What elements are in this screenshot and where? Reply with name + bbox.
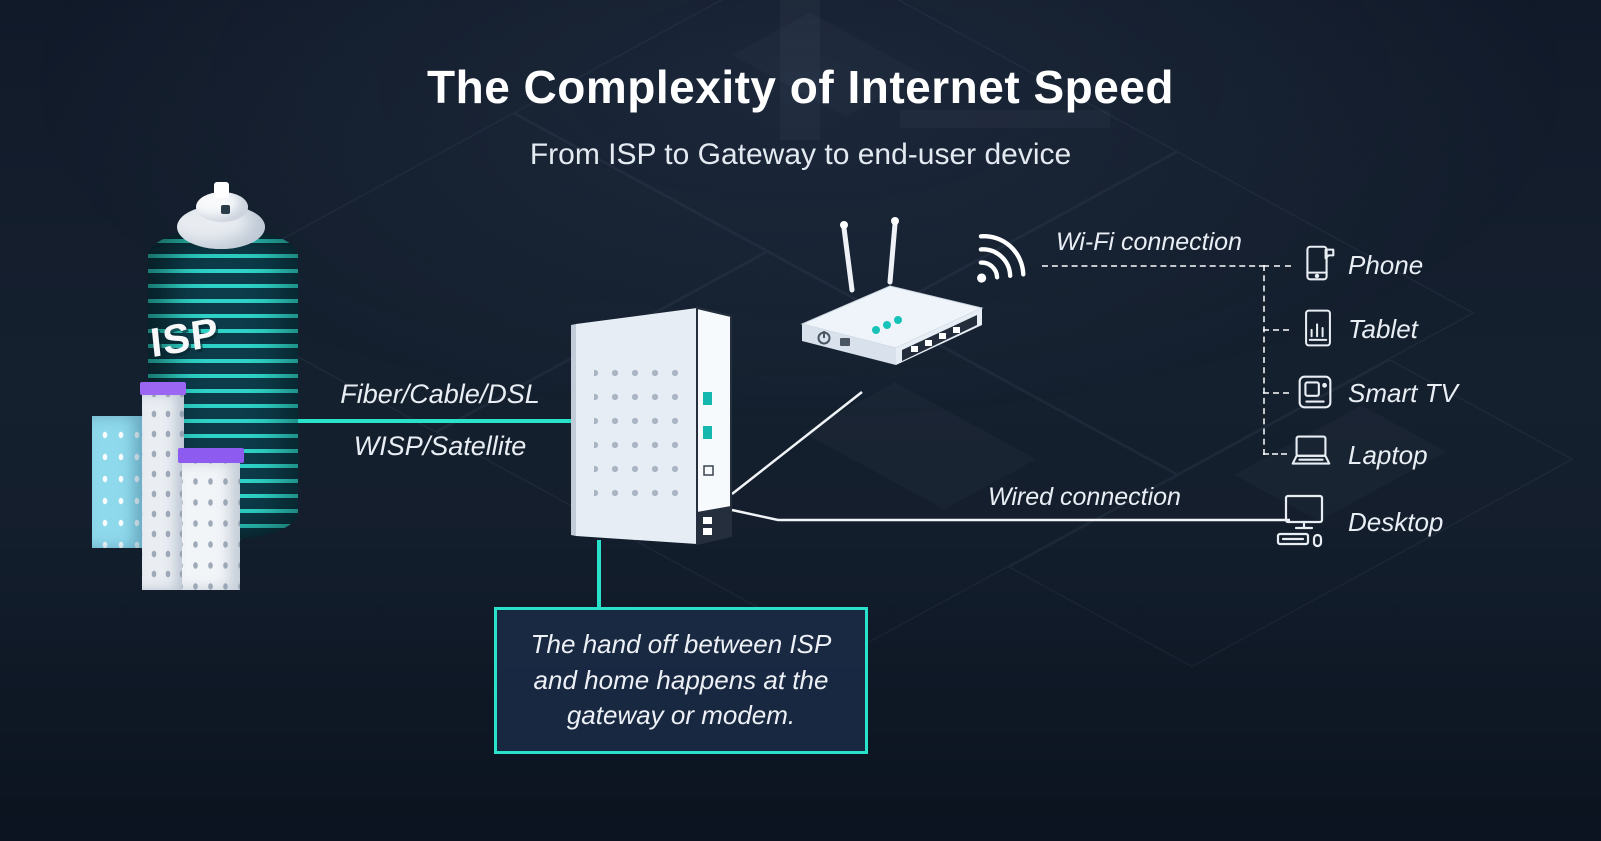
gateway-modem bbox=[570, 296, 746, 554]
page-title: The Complexity of Internet Speed bbox=[427, 61, 1174, 113]
isp-tower-vent bbox=[221, 205, 230, 214]
laptop-label: Laptop bbox=[1348, 440, 1428, 470]
wifi-dash-stub-phone bbox=[1263, 265, 1291, 267]
small-building-blue bbox=[92, 416, 144, 548]
callout-leader-line bbox=[597, 540, 601, 610]
fiber-line bbox=[298, 419, 580, 423]
small-building-white-wide bbox=[182, 462, 240, 590]
building-purple-roof bbox=[140, 382, 186, 395]
callout-text: The hand off between ISP and home happen… bbox=[530, 628, 832, 731]
building-purple-band bbox=[178, 448, 244, 463]
wifi-dash-stub-laptop bbox=[1263, 453, 1287, 455]
callout-box: The hand off between ISP and home happen… bbox=[494, 607, 868, 754]
page-subtitle: From ISP to Gateway to end-user device bbox=[529, 138, 1072, 171]
phone-icon bbox=[1294, 241, 1340, 287]
desktop-label: Desktop bbox=[1348, 507, 1444, 537]
modem-router-cable bbox=[731, 391, 863, 495]
phone-label: Phone bbox=[1348, 250, 1424, 280]
small-building-white-tall bbox=[142, 394, 184, 590]
tablet-label: Tablet bbox=[1348, 314, 1418, 344]
wifi-dashed-line-vertical bbox=[1263, 265, 1265, 455]
wired-connection-label: Wired connection bbox=[988, 483, 1181, 511]
tablet-icon bbox=[1296, 306, 1340, 350]
desktop-icon bbox=[1270, 490, 1332, 554]
laptop-icon bbox=[1286, 428, 1336, 476]
link-label-bottom: WISP/Satellite bbox=[353, 431, 527, 461]
wifi-dash-stub-tablet bbox=[1263, 329, 1289, 331]
isp-tower-chimney bbox=[214, 182, 229, 198]
smart-tv-label: Smart TV bbox=[1348, 378, 1458, 408]
link-label-top: Fiber/Cable/DSL bbox=[340, 379, 540, 409]
wifi-signal-icon bbox=[948, 212, 1047, 311]
smart-tv-icon bbox=[1292, 369, 1338, 415]
wifi-dashed-line-horizontal bbox=[1042, 265, 1265, 267]
wifi-router bbox=[786, 212, 1001, 397]
wifi-dash-stub-smart-tv bbox=[1263, 392, 1289, 394]
wifi-connection-label: Wi-Fi connection bbox=[1056, 228, 1242, 256]
